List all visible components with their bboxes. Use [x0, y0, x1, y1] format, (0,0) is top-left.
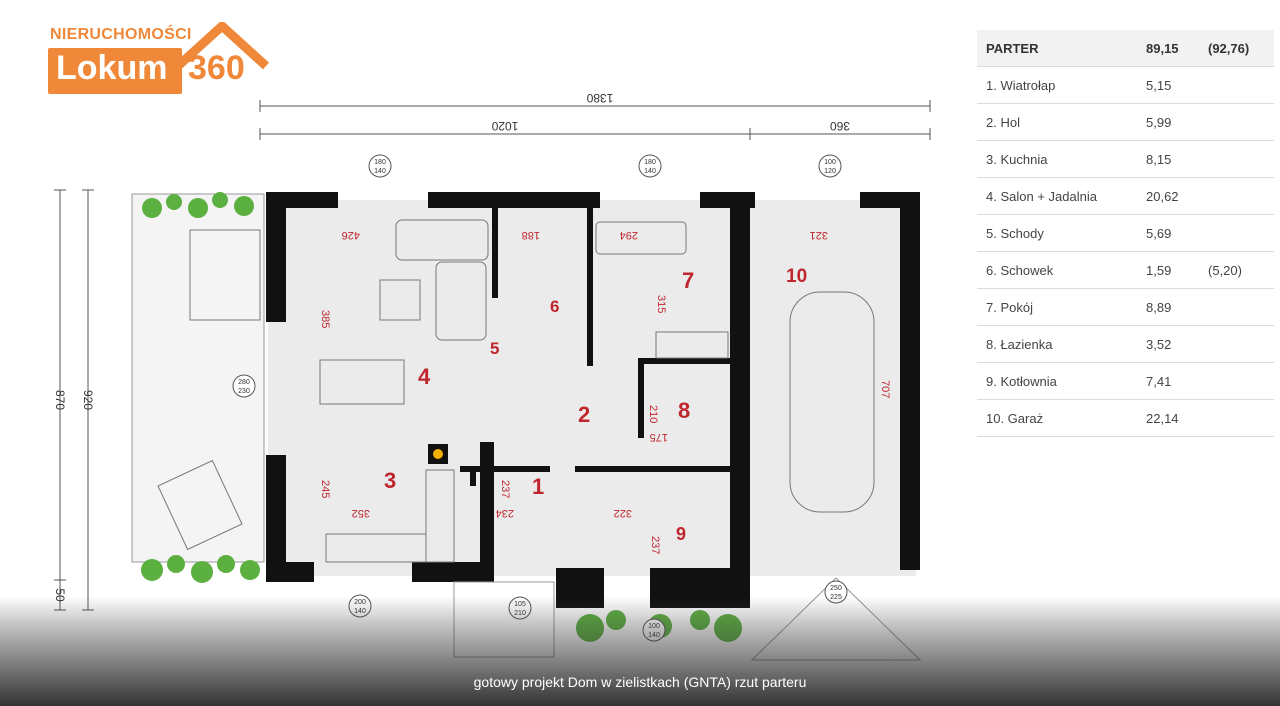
- table-row: 6. Schowek 1,59 (5,20): [977, 251, 1274, 289]
- svg-text:230: 230: [238, 388, 250, 395]
- table-row: 2. Hol 5,99: [977, 103, 1274, 141]
- svg-text:100: 100: [824, 159, 836, 166]
- svg-text:175: 175: [650, 431, 668, 443]
- table-header-value: 89,15: [1146, 30, 1208, 67]
- svg-text:280: 280: [238, 379, 250, 386]
- room-numbers: 1 2 3 4 5 6 7 8 9 10: [384, 266, 807, 544]
- svg-text:707: 707: [879, 380, 891, 398]
- room-number-4: 4: [418, 364, 431, 389]
- dim-depth-outer: 920: [81, 390, 95, 410]
- table-row: 3. Kuchnia 8,15: [977, 140, 1274, 178]
- table-row: 10. Garaż 22,14: [977, 399, 1274, 437]
- room-number-10: 10: [786, 266, 807, 287]
- svg-text:321: 321: [810, 229, 828, 241]
- svg-text:120: 120: [824, 168, 836, 175]
- table-row: 7. Pokój 8,89: [977, 288, 1274, 326]
- dim-total: 1380: [586, 91, 613, 105]
- svg-text:210: 210: [647, 405, 659, 423]
- svg-text:294: 294: [620, 229, 638, 241]
- table-row: 1. Wiatrołap 5,15: [977, 66, 1274, 104]
- room-number-7: 7: [682, 268, 694, 293]
- svg-text:385: 385: [319, 310, 331, 328]
- svg-text:140: 140: [374, 168, 386, 175]
- room-area-table: PARTER 89,15 (92,76) 1. Wiatrołap 5,15 2…: [977, 30, 1274, 437]
- caption-overlay: [0, 596, 1280, 706]
- table-header-extra: (92,76): [1208, 30, 1274, 67]
- svg-text:250: 250: [830, 585, 842, 592]
- house-roof-icon: [174, 22, 270, 70]
- svg-text:237: 237: [649, 536, 661, 554]
- svg-text:188: 188: [522, 229, 540, 241]
- dim-depth-inner: 870: [53, 390, 67, 410]
- table-row: 8. Łazienka 3,52: [977, 325, 1274, 363]
- lokum360-logo[interactable]: NIERUCHOMOŚCI Lokum 360: [48, 22, 273, 100]
- logo-top-text: NIERUCHOMOŚCI: [50, 26, 192, 43]
- room-number-5: 5: [490, 339, 499, 358]
- room-number-9: 9: [676, 524, 686, 544]
- room-number-2: 2: [578, 402, 590, 427]
- svg-text:140: 140: [644, 168, 656, 175]
- svg-text:237: 237: [499, 480, 511, 498]
- table-header-name: PARTER: [977, 30, 1146, 67]
- image-caption: gotowy projekt Dom w zielistkach (GNTA) …: [473, 674, 807, 690]
- room-number-6: 6: [550, 297, 559, 316]
- svg-text:180: 180: [644, 159, 656, 166]
- room-number-3: 3: [384, 468, 396, 493]
- room-number-1: 1: [532, 474, 544, 499]
- dim-garage: 360: [830, 119, 850, 133]
- floor-plan: 1380 1020 360 870 920 50: [53, 91, 931, 661]
- inner-dimensions: 426 188 294 321 385 315 707 245 352 234 …: [319, 229, 891, 554]
- svg-text:352: 352: [352, 507, 370, 519]
- table-row: 9. Kotłownia 7,41: [977, 362, 1274, 400]
- svg-text:426: 426: [342, 229, 360, 241]
- logo-number: 360: [188, 49, 245, 87]
- logo-box: [48, 48, 182, 94]
- furniture: [157, 219, 875, 563]
- svg-text:315: 315: [655, 295, 667, 313]
- room-number-8: 8: [678, 398, 690, 423]
- svg-text:234: 234: [496, 507, 514, 519]
- dim-house: 1020: [491, 119, 518, 133]
- svg-text:322: 322: [614, 507, 632, 519]
- logo-brand: Lokum: [56, 49, 168, 87]
- svg-text:245: 245: [319, 480, 331, 498]
- table-row: 4. Salon + Jadalnia 20,62: [977, 177, 1274, 215]
- table-row: 5. Schody 5,69: [977, 214, 1274, 252]
- svg-text:180: 180: [374, 159, 386, 166]
- top-dimensions: [259, 100, 931, 140]
- table-header-row: PARTER 89,15 (92,76): [977, 30, 1274, 67]
